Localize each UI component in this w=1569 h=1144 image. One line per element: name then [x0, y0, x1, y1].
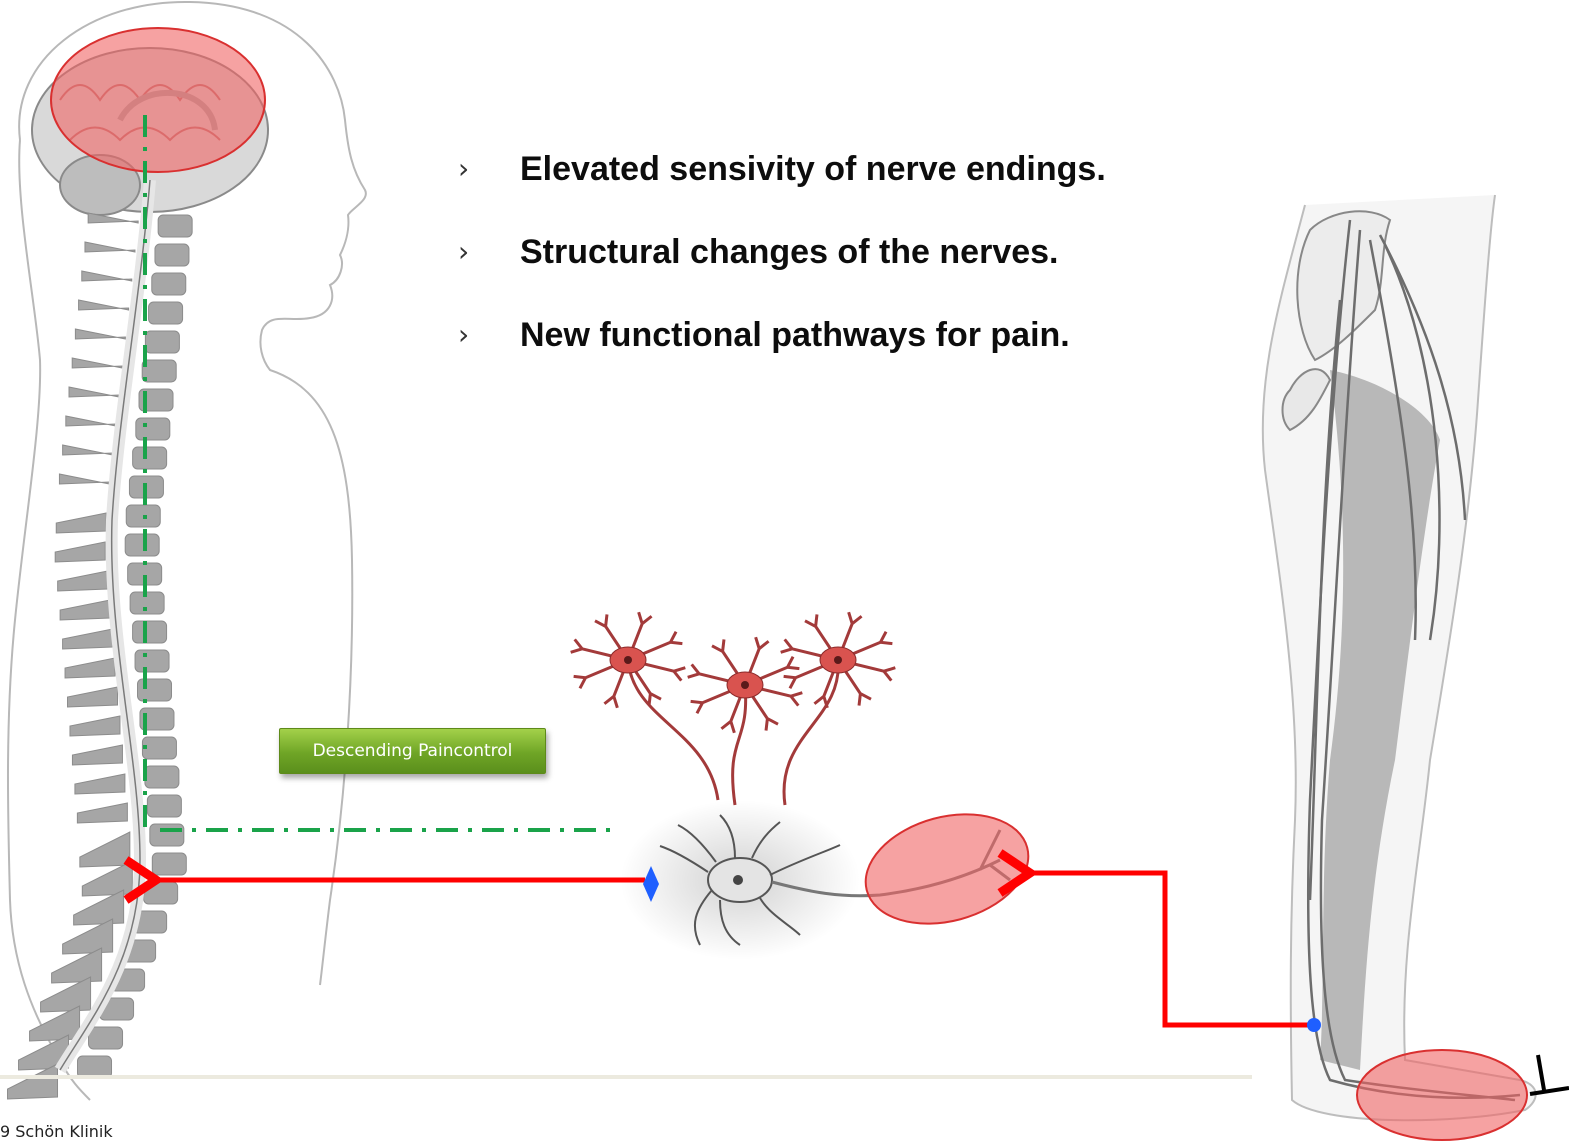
vertebra-process	[66, 416, 116, 426]
foot-impact-mark	[1530, 1055, 1569, 1094]
vertebra-body	[136, 418, 170, 440]
vertebra-process	[68, 687, 118, 707]
vertebra-body	[133, 447, 167, 469]
vertebra-body	[142, 737, 176, 759]
nerve-ending-highlight	[853, 797, 1040, 940]
vertebra-process	[72, 358, 122, 368]
vertebra-process	[79, 300, 129, 310]
vertebra-process	[55, 542, 105, 562]
vertebra-body	[145, 766, 179, 788]
vertebra-process	[82, 271, 132, 281]
vertebra-body	[89, 1027, 123, 1049]
vertebra-body	[130, 592, 164, 614]
vertebra-body	[142, 360, 176, 382]
vertebra-process	[56, 513, 106, 533]
vertebra-process	[72, 745, 122, 765]
vertebra-process	[60, 600, 110, 620]
bullet-text: New functional pathways for pain.	[520, 306, 1070, 364]
vertebra-process	[75, 329, 125, 339]
key-points-list: › Elevated sensivity of nerve endings. ›…	[458, 140, 1106, 389]
red-neuron	[571, 612, 718, 800]
descending-paincontrol-label: Descending Paincontrol	[279, 728, 546, 774]
bullet-chevron-icon: ›	[458, 306, 520, 364]
vertebra-body	[158, 215, 192, 237]
vertebra-process	[77, 803, 127, 823]
vertebra-body	[144, 882, 178, 904]
leg-outline	[1263, 195, 1536, 1120]
vertebra-body	[155, 244, 189, 266]
vertebra-process	[75, 774, 125, 794]
bullet-chevron-icon: ›	[458, 223, 520, 281]
vertebra-process	[65, 658, 115, 678]
vertebra-body	[145, 331, 179, 353]
bullet-text: Elevated sensivity of nerve endings.	[520, 140, 1106, 198]
footer-copyright: 9 Schön Klinik	[0, 1122, 113, 1141]
brain-pain-highlight	[51, 28, 265, 172]
bullet-text: Structural changes of the nerves.	[520, 223, 1059, 281]
vertebra-body	[138, 679, 172, 701]
vertebra-body	[149, 302, 183, 324]
leg-entry-dot	[1307, 1018, 1321, 1032]
bullet-item: › Structural changes of the nerves.	[458, 223, 1106, 306]
red-neuron	[781, 612, 896, 805]
vertebra-body	[135, 650, 169, 672]
vertebra-process	[69, 387, 119, 397]
vertebra-process	[70, 716, 120, 736]
bullet-chevron-icon: ›	[458, 140, 520, 198]
bullet-item: › Elevated sensivity of nerve endings.	[458, 140, 1106, 223]
vertebra-body	[150, 824, 184, 846]
vertebra-process	[85, 242, 135, 252]
sensitized-neurons	[571, 612, 896, 805]
vertebra-body	[133, 621, 167, 643]
vertebra-process	[58, 571, 108, 591]
vertebra-body	[125, 534, 159, 556]
vertebra-body	[152, 273, 186, 295]
foot-pain-highlight	[1357, 1050, 1527, 1140]
vertebra-process	[80, 832, 130, 867]
vertebra-process	[88, 213, 138, 223]
signal-from-foot-arrow	[1030, 873, 1312, 1025]
bullet-item: › New functional pathways for pain.	[458, 306, 1106, 389]
vertebra-process	[59, 474, 109, 484]
vertebral-column	[8, 213, 193, 1099]
vertebra-body	[152, 853, 186, 875]
vertebra-process	[63, 445, 113, 455]
vertebra-process	[63, 629, 113, 649]
footer-divider	[0, 1075, 1252, 1079]
vertebra-body	[147, 795, 181, 817]
